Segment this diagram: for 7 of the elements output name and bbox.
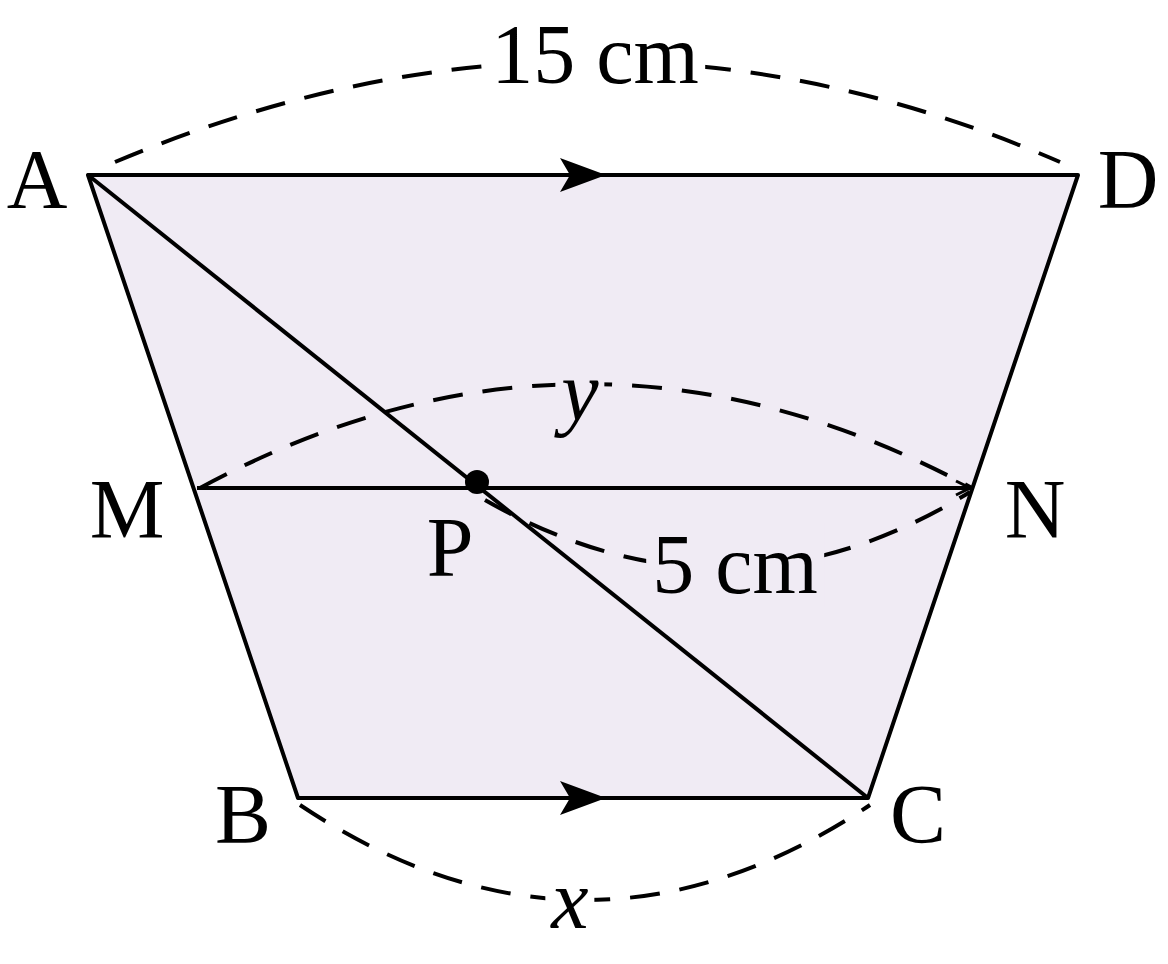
vertex-label: P	[425, 506, 475, 590]
vertex-label: A	[5, 138, 69, 222]
vertex-label: D	[1096, 138, 1160, 222]
vertex-label: C	[889, 773, 947, 857]
vertex-label: M	[88, 468, 166, 552]
vertex-label: B	[214, 773, 272, 857]
vertex-label: N	[1003, 468, 1067, 552]
